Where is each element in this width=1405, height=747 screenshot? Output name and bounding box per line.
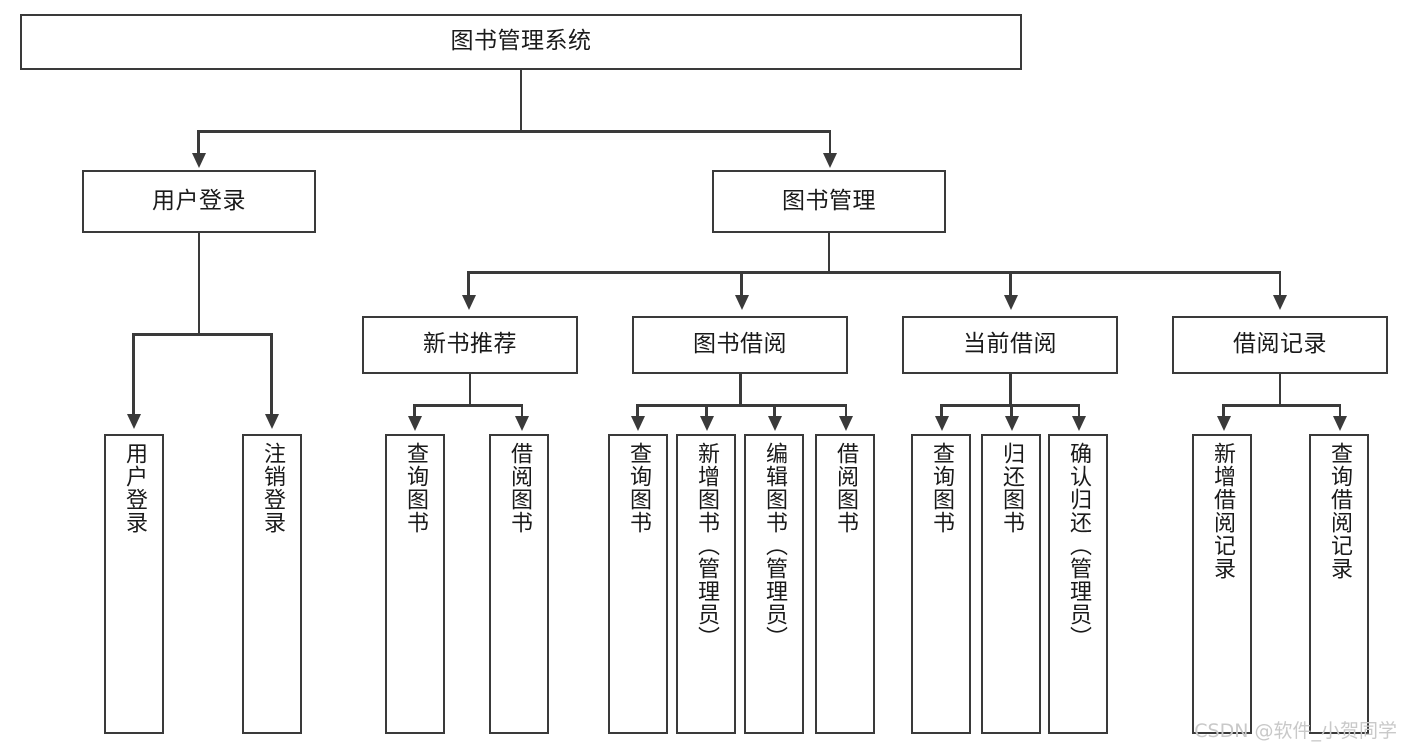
connector-borrow-record-stem	[1278, 374, 1281, 406]
node-root-book-management-system[interactable]: 图书管理系统	[20, 14, 1022, 70]
node-user-login[interactable]: 用户登录	[82, 170, 316, 233]
connector-user-login-bus	[132, 333, 272, 336]
arrowhead-book-manage-to-l3-4	[1273, 295, 1287, 310]
arrowhead-new-book-rec-to-leaf-2	[515, 416, 529, 431]
csdn-watermark: CSDN @软件_小贺同学	[1194, 720, 1397, 742]
connector-root-to-user-login	[197, 130, 200, 155]
connector-book-manage-to-l3-1	[467, 271, 470, 297]
node-label: 借阅记录	[1233, 331, 1327, 358]
leaf-node-confirm-return[interactable]: 确认归还（管理员）	[1048, 434, 1108, 734]
connector-book-borrow-stem	[739, 374, 742, 406]
connector-new-book-rec-to-leaf-2	[520, 404, 523, 418]
leaf-node-query-book-1[interactable]: 查询图书	[385, 434, 445, 734]
node-label: 图书管理系统	[450, 28, 592, 55]
connector-book-manage-to-l3-3	[1009, 271, 1012, 297]
node-label: 当前借阅	[963, 331, 1057, 358]
connector-book-borrow-to-leaf-3	[773, 404, 776, 418]
connector-current-borrow-to-leaf-1	[940, 404, 943, 418]
arrowhead-borrow-record-to-leaf-1	[1216, 416, 1231, 431]
leaf-node-borrow-book-2[interactable]: 借阅图书	[815, 434, 875, 734]
connector-book-borrow-to-leaf-1	[636, 404, 639, 418]
node-label: 查询图书	[929, 442, 954, 534]
connector-new-book-rec-stem	[468, 374, 471, 406]
connector-book-manage-to-l3-4	[1278, 271, 1281, 297]
leaf-node-borrow-book-1[interactable]: 借阅图书	[489, 434, 549, 734]
connector-book-manage-to-l3-2	[740, 271, 743, 297]
connector-borrow-record-to-leaf-2	[1338, 404, 1341, 418]
arrowhead-borrow-record-to-leaf-2	[1333, 416, 1347, 431]
node-label: 查询借阅记录	[1327, 442, 1352, 580]
connector-borrow-record-to-leaf-1	[1222, 404, 1225, 418]
connector-book-manage-stem	[827, 233, 830, 273]
connector-root-stem	[519, 70, 522, 132]
node-label: 用户登录	[122, 442, 147, 534]
node-book-borrow[interactable]: 图书借阅	[632, 316, 848, 374]
leaf-node-query-book-2[interactable]: 查询图书	[608, 434, 668, 734]
arrowhead-book-manage-to-l3-2	[734, 295, 749, 310]
node-new-book-recommendation[interactable]: 新书推荐	[362, 316, 578, 374]
leaf-node-query-book-3[interactable]: 查询图书	[911, 434, 971, 734]
node-label: 编辑图书（管理员）	[762, 442, 787, 649]
leaf-node-edit-book[interactable]: 编辑图书（管理员）	[744, 434, 804, 734]
arrowhead-book-borrow-to-leaf-1	[630, 416, 645, 431]
node-book-management[interactable]: 图书管理	[712, 170, 946, 233]
node-label: 用户登录	[152, 187, 246, 214]
connector-current-borrow-to-leaf-2	[1010, 404, 1013, 418]
connector-book-borrow-to-leaf-2	[705, 404, 708, 418]
connector-borrow-record-bus	[1222, 404, 1341, 407]
arrowhead-new-book-rec-to-leaf-1	[407, 416, 422, 431]
node-label: 图书借阅	[693, 331, 787, 358]
node-label: 查询图书	[626, 442, 651, 534]
connector-user-login-stem	[197, 233, 200, 335]
arrowhead-root-to-book-manage	[823, 153, 837, 168]
node-label: 图书管理	[782, 187, 876, 214]
connector-book-manage-bus	[467, 271, 1281, 274]
connector-book-borrow-bus	[636, 404, 847, 407]
leaf-node-user-login[interactable]: 用户登录	[104, 434, 164, 734]
node-label: 确认归还（管理员）	[1066, 442, 1091, 649]
leaf-node-add-borrow-record[interactable]: 新增借阅记录	[1192, 434, 1252, 734]
arrowhead-user-login-to-leaf-2	[264, 414, 279, 429]
node-label: 归还图书	[999, 442, 1024, 534]
connector-new-book-rec-to-leaf-1	[413, 404, 416, 418]
node-current-borrow[interactable]: 当前借阅	[902, 316, 1118, 374]
leaf-node-return-book[interactable]: 归还图书	[981, 434, 1041, 734]
arrowhead-current-borrow-to-leaf-2	[1004, 416, 1019, 431]
connector-current-borrow-to-leaf-3	[1077, 404, 1080, 418]
connector-current-borrow-stem	[1009, 374, 1012, 406]
node-label: 新增图书（管理员）	[694, 442, 719, 649]
connector-user-login-to-leaf-1	[132, 333, 135, 416]
connector-user-login-to-leaf-2	[270, 333, 273, 416]
node-label: 借阅图书	[507, 442, 532, 534]
node-borrow-record[interactable]: 借阅记录	[1172, 316, 1388, 374]
node-label: 新增借阅记录	[1210, 442, 1235, 580]
arrowhead-book-manage-to-l3-3	[1003, 295, 1018, 310]
arrowhead-book-borrow-to-leaf-2	[699, 416, 714, 431]
arrowhead-book-borrow-to-leaf-3	[767, 416, 782, 431]
arrowhead-book-borrow-to-leaf-4	[839, 416, 853, 431]
connector-new-book-rec-bus	[413, 404, 523, 407]
leaf-node-query-borrow-record[interactable]: 查询借阅记录	[1309, 434, 1369, 734]
arrowhead-current-borrow-to-leaf-1	[934, 416, 949, 431]
leaf-node-logout[interactable]: 注销登录	[242, 434, 302, 734]
arrowhead-current-borrow-to-leaf-3	[1072, 416, 1086, 431]
arrowhead-user-login-to-leaf-1	[126, 414, 141, 429]
connector-root-bus	[197, 130, 831, 133]
node-label: 新书推荐	[423, 331, 517, 358]
node-label: 借阅图书	[833, 442, 858, 534]
arrowhead-book-manage-to-l3-1	[461, 295, 476, 310]
connector-root-to-book-manage	[828, 130, 831, 155]
leaf-node-add-book[interactable]: 新增图书（管理员）	[676, 434, 736, 734]
connector-book-borrow-to-leaf-4	[844, 404, 847, 418]
node-label: 查询图书	[403, 442, 428, 534]
arrowhead-root-to-user-login	[191, 153, 206, 168]
node-label: 注销登录	[260, 442, 285, 534]
